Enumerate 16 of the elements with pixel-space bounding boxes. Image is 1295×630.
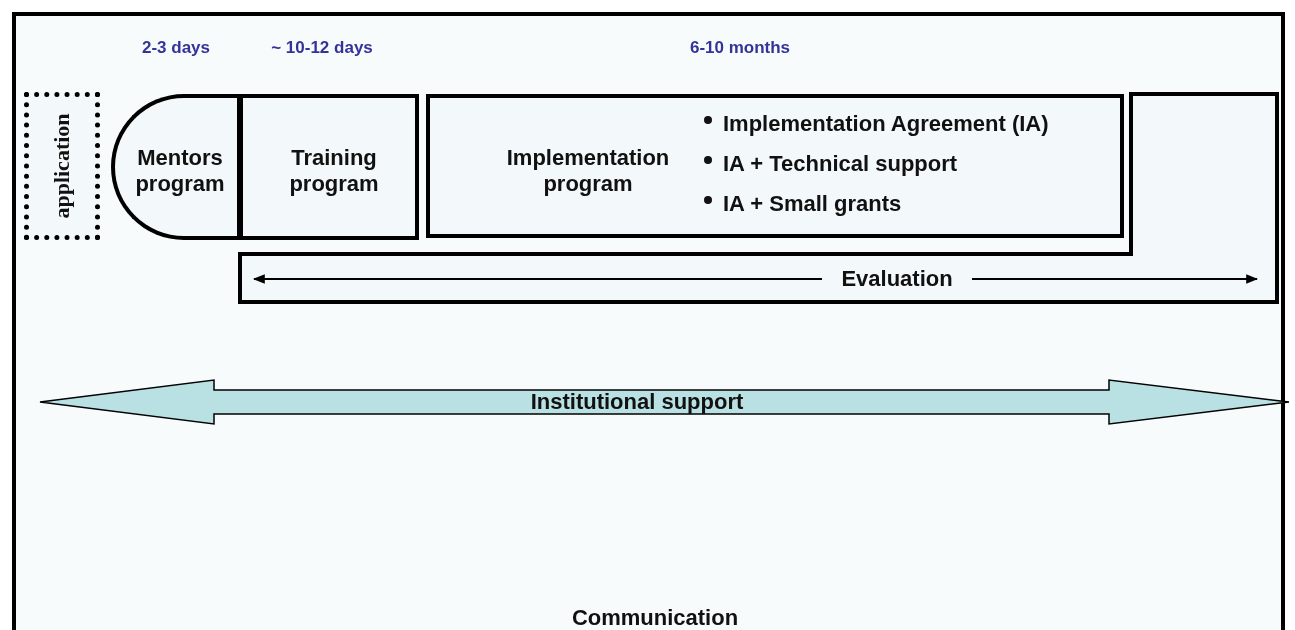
dotted-box	[24, 92, 100, 240]
process-box	[426, 94, 1124, 238]
box-label: application	[49, 113, 75, 219]
frame-label: Communication	[570, 605, 740, 630]
arrow-label: Institutional support	[529, 389, 745, 416]
box-label: Training program	[288, 145, 380, 198]
process-box	[237, 94, 419, 240]
bullet-item: IA + Technical support	[701, 151, 1111, 179]
box-label: Implementation program	[505, 145, 671, 198]
duration-label: 6-10 months	[688, 37, 792, 59]
duration-label: 2-3 days	[140, 37, 211, 59]
bullet-item: IA + Small grants	[701, 191, 1111, 219]
duration-label: ~ 10-12 days	[270, 37, 374, 59]
rounded-box	[111, 94, 239, 240]
box-label: Mentors program	[134, 145, 226, 198]
bullet-item: Implementation Agreement (IA)	[701, 111, 1111, 139]
